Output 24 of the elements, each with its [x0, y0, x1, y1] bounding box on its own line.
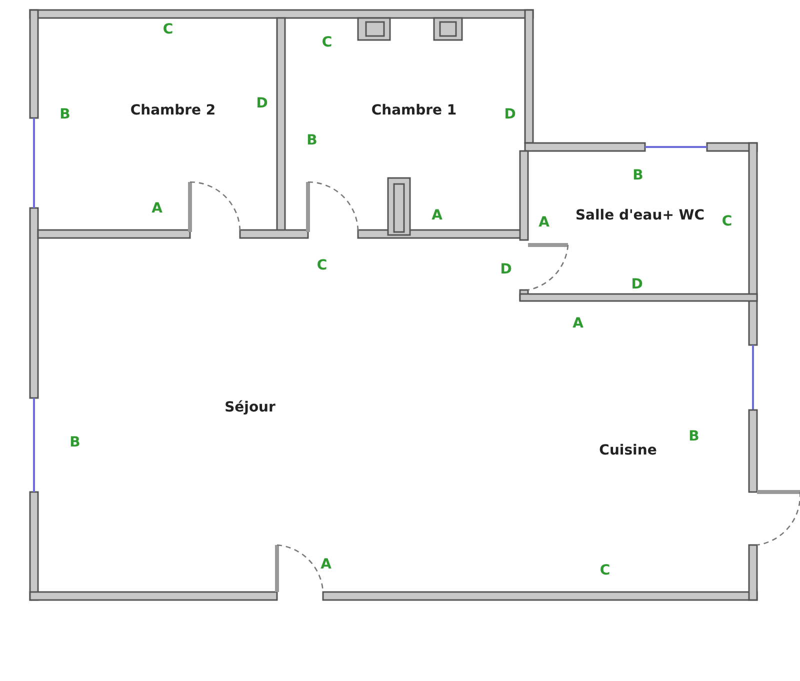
wall-letter: B: [632, 168, 644, 184]
wall-letter: D: [504, 107, 516, 123]
room-name: Séjour: [224, 400, 276, 416]
wall-letter: D: [500, 262, 512, 278]
wall-letter: C: [322, 35, 332, 51]
wall-letter: C: [600, 563, 610, 579]
room-name: Cuisine: [599, 443, 657, 459]
wall-letter: A: [432, 208, 442, 224]
wall-letter: D: [256, 96, 268, 112]
wall-letter: B: [688, 429, 700, 445]
wall-letter: B: [306, 133, 318, 149]
room-name: Salle d'eau+ WC: [575, 208, 705, 224]
wall-letter: A: [538, 215, 550, 231]
room-name: Chambre 2: [130, 103, 216, 119]
wall-letter: B: [60, 107, 70, 123]
wall-letter: C: [162, 22, 174, 38]
wall-letter: C: [722, 214, 732, 230]
wall-letter: A: [572, 316, 584, 332]
wall-letter: C: [316, 258, 328, 274]
wall-letter: D: [631, 277, 643, 293]
wall-letter: B: [70, 435, 80, 451]
wall-letter: A: [320, 557, 332, 573]
wall-letter: A: [152, 201, 162, 217]
room-name: Chambre 1: [371, 103, 457, 119]
